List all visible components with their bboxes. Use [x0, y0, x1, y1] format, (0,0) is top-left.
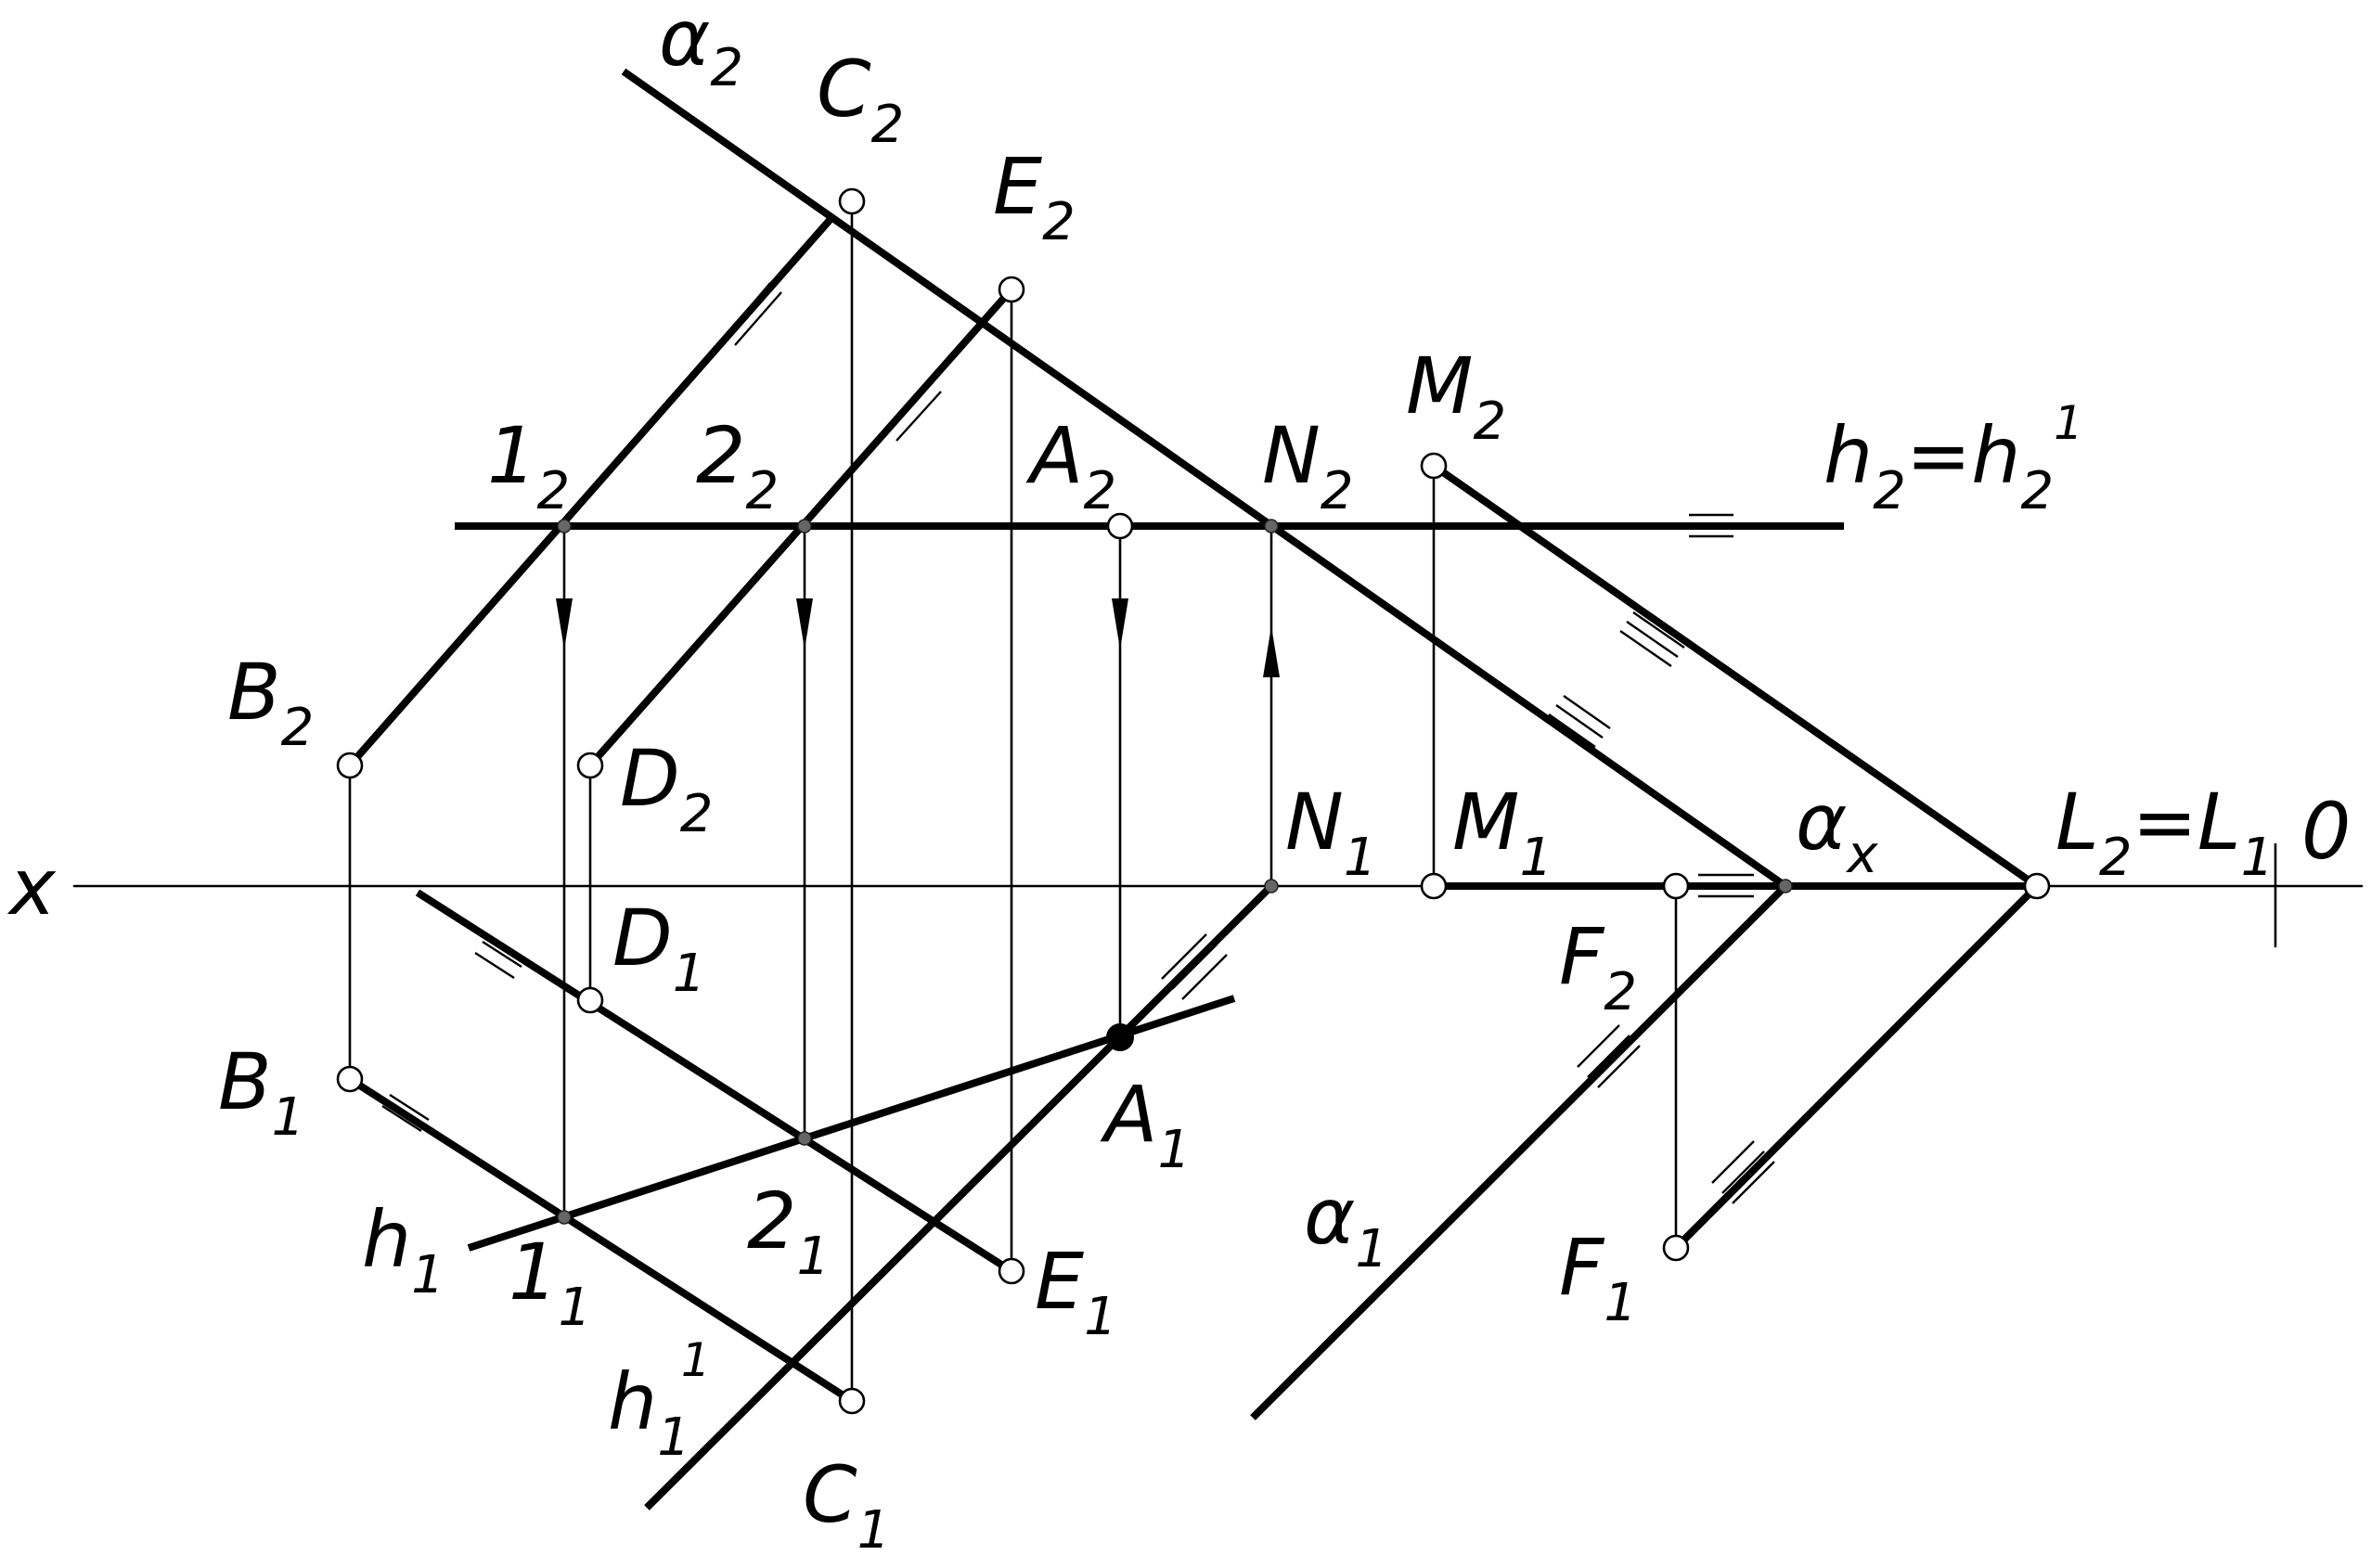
label-F1: F1	[1559, 1222, 1637, 1333]
line-B1C1	[347, 1075, 855, 1405]
point-D2[interactable]	[576, 752, 604, 779]
point-alpha-x[interactable]	[1778, 879, 1793, 893]
arrow-up-N	[1263, 626, 1280, 677]
point-M2[interactable]	[1420, 452, 1448, 480]
label-x-axis: x	[6, 842, 57, 932]
parallel-marks-M2L2	[1619, 611, 1685, 667]
point-D1[interactable]	[576, 986, 604, 1014]
line-B2C2	[346, 215, 835, 768]
label-N2: N2	[1262, 410, 1353, 521]
label-2-1: 21	[747, 1176, 830, 1287]
label-M2: M2	[1406, 341, 1506, 452]
point-1-1[interactable]	[557, 1210, 572, 1225]
parallel-marks-B2C2	[725, 282, 782, 346]
point-M1[interactable]	[1420, 872, 1448, 900]
label-F2: F2	[1559, 911, 1637, 1022]
label-M1: M1	[1452, 777, 1553, 888]
parallel-marks-alpha2	[1548, 695, 1611, 748]
label-alpha2: α2	[659, 0, 743, 98]
label-A1: A1	[1100, 1069, 1191, 1180]
point-N2[interactable]	[1264, 519, 1279, 533]
line-F1L1	[1673, 883, 2040, 1251]
point-2-1[interactable]	[797, 1131, 812, 1146]
label-h2-eq-h2prime: h2=h21	[1823, 396, 2083, 521]
point-1-2[interactable]	[557, 519, 572, 533]
point-A1[interactable]	[1106, 1023, 1134, 1051]
point-C2[interactable]	[838, 187, 866, 215]
label-B1: B1	[218, 1036, 304, 1148]
point-F2[interactable]	[1662, 872, 1690, 900]
parallel-marks-D1E1	[474, 940, 522, 980]
point-B2[interactable]	[336, 752, 364, 779]
label-1-2: 12	[487, 410, 570, 521]
line-M2L2	[1431, 462, 2040, 890]
label-C1: C1	[803, 1449, 890, 1561]
arrow-down-2	[796, 598, 813, 649]
label-C2: C2	[817, 44, 904, 155]
label-B2: B2	[227, 647, 314, 758]
point-E2[interactable]	[998, 276, 1025, 303]
point-B1[interactable]	[336, 1065, 364, 1093]
label-N1: N1	[1285, 777, 1376, 888]
arrow-down-A	[1112, 598, 1128, 649]
label-1-1: 11	[509, 1227, 591, 1338]
alpha2-trace	[621, 68, 1788, 890]
label-A2: A2	[1025, 410, 1116, 521]
point-N1[interactable]	[1264, 879, 1279, 893]
label-origin: 0	[2301, 786, 2351, 877]
parallel-marks-F1L1	[1711, 1140, 1775, 1204]
h1prime-line	[644, 883, 1274, 1510]
label-h1: h1	[362, 1194, 445, 1305]
label-D2: D2	[620, 733, 713, 844]
label-2-2: 22	[696, 410, 779, 521]
label-h1prime: h11	[608, 1333, 711, 1468]
point-L[interactable]	[2023, 872, 2051, 900]
point-C1[interactable]	[838, 1387, 866, 1415]
point-E1[interactable]	[998, 1257, 1025, 1285]
label-E2: E2	[993, 141, 1076, 252]
parallel-marks-M1	[1698, 873, 1754, 898]
parallel-marks-D2E2	[885, 381, 942, 442]
label-D1: D1	[612, 893, 705, 1004]
parallel-marks-h1prime	[1161, 933, 1228, 1000]
point-F1[interactable]	[1662, 1234, 1690, 1262]
point-2-2[interactable]	[797, 519, 812, 533]
parallel-marks-h2	[1689, 513, 1733, 538]
label-E1: E1	[1035, 1236, 1117, 1347]
label-alpha1: α1	[1304, 1171, 1388, 1279]
parallel-marks-alpha1	[1577, 1024, 1641, 1088]
arrow-down-1	[556, 598, 573, 649]
alpha1-trace	[1250, 883, 1788, 1420]
parallel-marks-B1C1	[381, 1093, 430, 1133]
line-D1E1	[415, 889, 1014, 1275]
label-L2-eq-L1: L2=L1	[2055, 777, 2274, 888]
label-alpha-x: αx	[1796, 777, 1878, 885]
point-A2[interactable]	[1106, 512, 1134, 540]
